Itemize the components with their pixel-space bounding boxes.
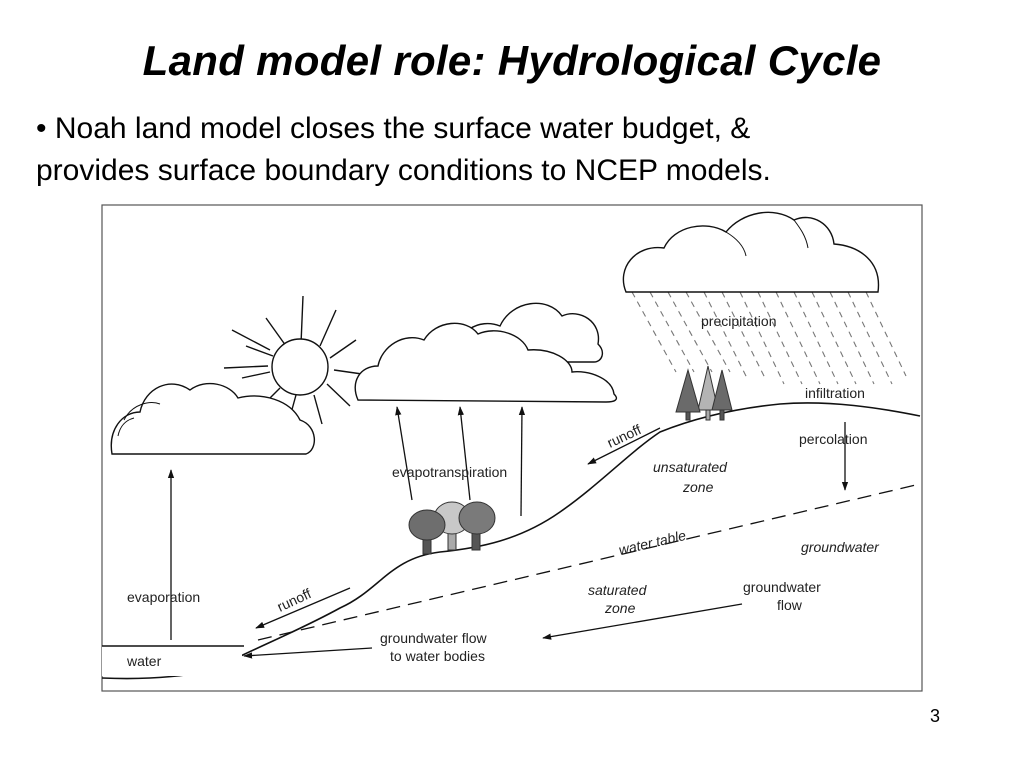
hydrological-cycle-diagram: precipitation infiltration percolation r… xyxy=(101,204,923,692)
bullet-line-2: provides surface boundary conditions to … xyxy=(36,150,996,192)
label-saturated-zone-2: zone xyxy=(604,600,636,616)
label-groundwater: groundwater xyxy=(801,539,880,555)
label-unsaturated-zone-2: zone xyxy=(682,479,714,495)
slide-title: Land model role: Hydrological Cycle xyxy=(0,32,1024,90)
label-saturated-zone-1: saturated xyxy=(588,582,648,598)
bullet-text: • Noah land model closes the surface wat… xyxy=(36,108,996,192)
label-percolation: percolation xyxy=(799,431,868,447)
label-infiltration: infiltration xyxy=(805,385,865,401)
label-gw-to-bodies-1: groundwater flow xyxy=(380,630,488,646)
bullet-symbol: • xyxy=(36,112,47,145)
label-groundwater-flow-1: groundwater xyxy=(743,579,821,595)
label-precipitation: precipitation xyxy=(701,313,777,329)
label-gw-to-bodies-2: to water bodies xyxy=(390,648,485,664)
bullet-line-1: • Noah land model closes the surface wat… xyxy=(36,108,996,150)
water-body xyxy=(102,646,244,676)
label-unsaturated-zone-1: unsaturated xyxy=(653,459,728,475)
label-evapotranspiration: evapotranspiration xyxy=(392,464,507,480)
label-groundwater-flow-2: flow xyxy=(777,597,803,613)
page-number: 3 xyxy=(900,706,940,727)
label-evaporation: evaporation xyxy=(127,589,200,605)
bullet-line-1-text: Noah land model closes the surface water… xyxy=(55,112,750,145)
label-water: water xyxy=(126,653,162,669)
